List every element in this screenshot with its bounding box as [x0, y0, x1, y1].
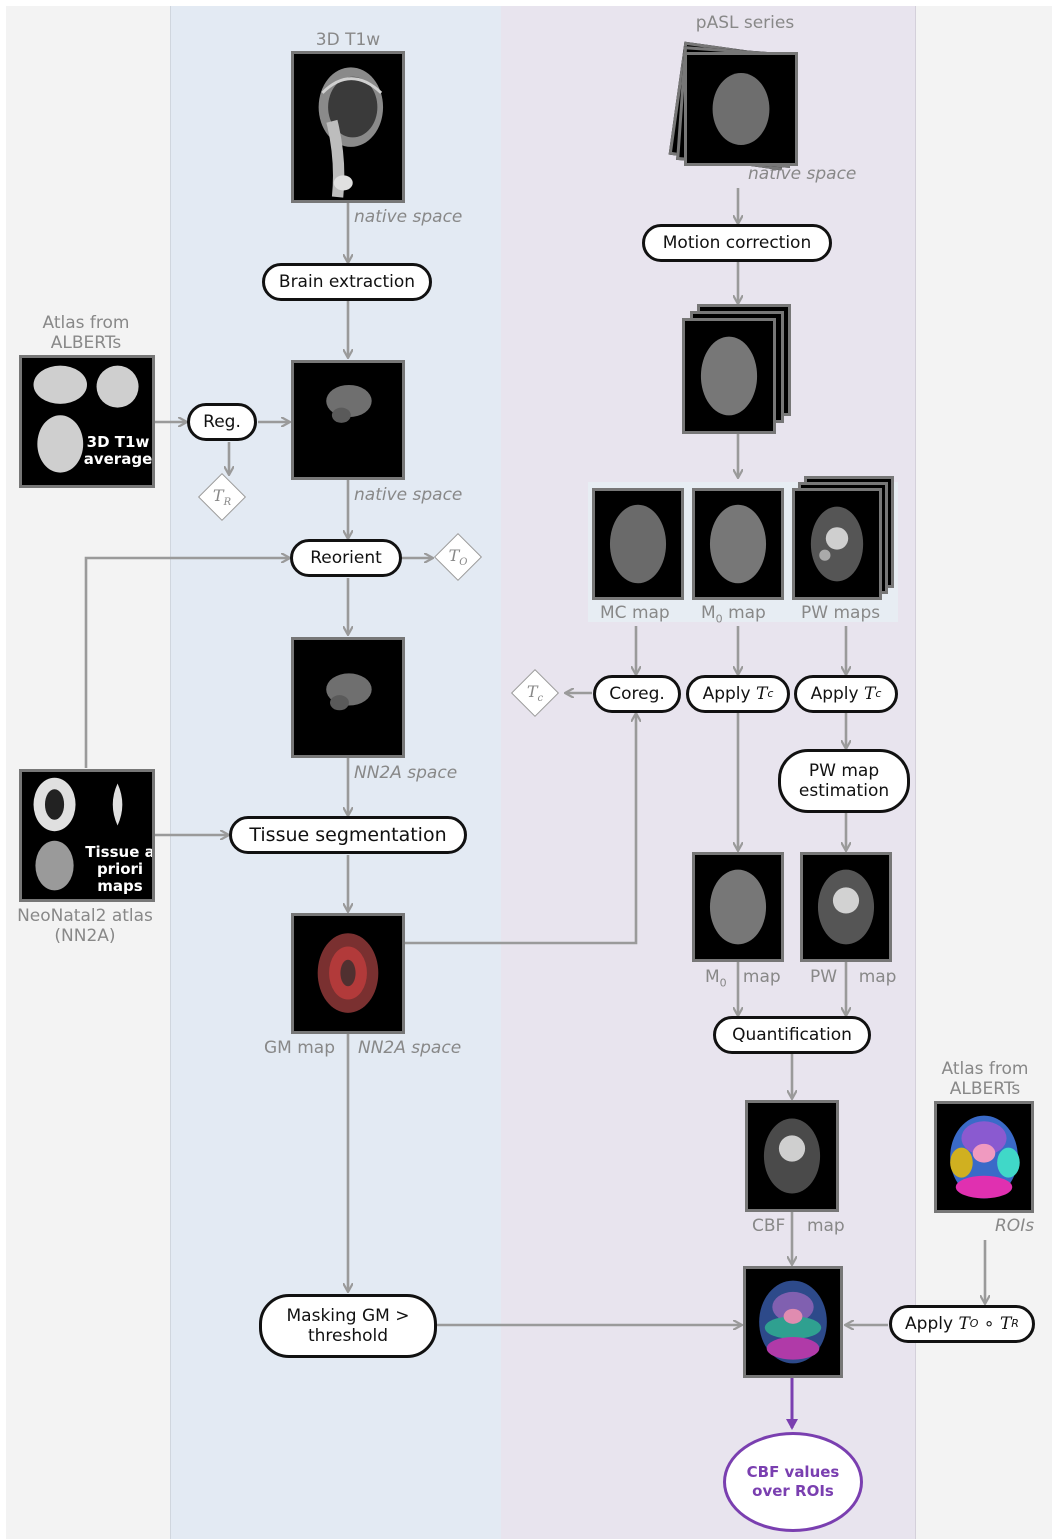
reorient-step[interactable]: Reorient [290, 539, 402, 577]
neonatal-atlas-caption: NeoNatal2 atlas (NN2A) [17, 906, 153, 946]
brain-extracted-image [291, 360, 405, 480]
transform-to-label: TO [448, 545, 468, 569]
pw-maps-label: PW maps [801, 603, 881, 623]
quantification-step[interactable]: Quantification [713, 1016, 871, 1054]
rois-label: ROIs [995, 1216, 1035, 1236]
atlas-roi-image [934, 1101, 1034, 1213]
pasl-image [684, 52, 798, 166]
atlas-albert-left-caption: 3D T1w average [83, 433, 153, 468]
arrow [405, 714, 636, 945]
coreg-step[interactable]: Coreg. [593, 675, 681, 713]
mc-map-image [592, 488, 684, 600]
space-label: native space [354, 485, 463, 505]
pw-maps-image [792, 488, 882, 600]
reg-step[interactable]: Reg. [187, 403, 257, 441]
tissue-segmentation-step[interactable]: Tissue segmentation [229, 816, 467, 854]
mc-stack-image [682, 318, 776, 434]
cbf-roi-overlay-image [743, 1266, 843, 1378]
pw-map-estimation-step[interactable]: PW map estimation [778, 749, 910, 813]
gm-map-label: GM map [264, 1038, 336, 1058]
pasl-title: pASL series [695, 13, 795, 33]
pw-map-bottom-label: PW map [810, 967, 897, 987]
m0-map-label: M0 map [701, 603, 766, 626]
space-label: NN2A space [354, 763, 458, 783]
atlas-albert-left-image: 3D T1w average [19, 355, 155, 488]
m0-map-output-image [692, 852, 784, 962]
t1w-sagittal-image [291, 51, 405, 203]
neonatal-atlas-caption-img: Tissue a priori maps [85, 843, 155, 895]
reoriented-brain-image [291, 637, 405, 758]
motion-correction-step[interactable]: Motion correction [642, 224, 832, 262]
cbf-map-image [745, 1100, 839, 1212]
atlas-albert-right-label: Atlas from ALBERTs [941, 1059, 1029, 1099]
space-label: NN2A space [358, 1038, 462, 1058]
pw-map-output-image [800, 852, 892, 962]
masking-step[interactable]: Masking GM > threshold [259, 1294, 437, 1358]
cbf-map-label: CBF map [752, 1216, 845, 1236]
arrow [84, 558, 289, 768]
space-label: native space [354, 207, 463, 227]
gm-map-image [291, 913, 405, 1034]
neonatal-atlas-image: Tissue a priori maps [19, 769, 155, 902]
transform-tc-label: Tc [526, 681, 544, 705]
m0-map-image [692, 488, 784, 600]
atlas-albert-left-label: Atlas from ALBERTs [42, 313, 130, 353]
lane-anatomical [170, 6, 502, 1539]
m0-map-bottom-label: M0 map [705, 967, 781, 990]
cbf-output[interactable]: CBF values over ROIs [723, 1432, 863, 1532]
brain-extraction-step[interactable]: Brain extraction [262, 263, 432, 301]
mc-map-label: MC map [600, 603, 670, 623]
t1w-title: 3D T1w [315, 30, 381, 50]
transform-tr-label: TR [212, 485, 232, 509]
